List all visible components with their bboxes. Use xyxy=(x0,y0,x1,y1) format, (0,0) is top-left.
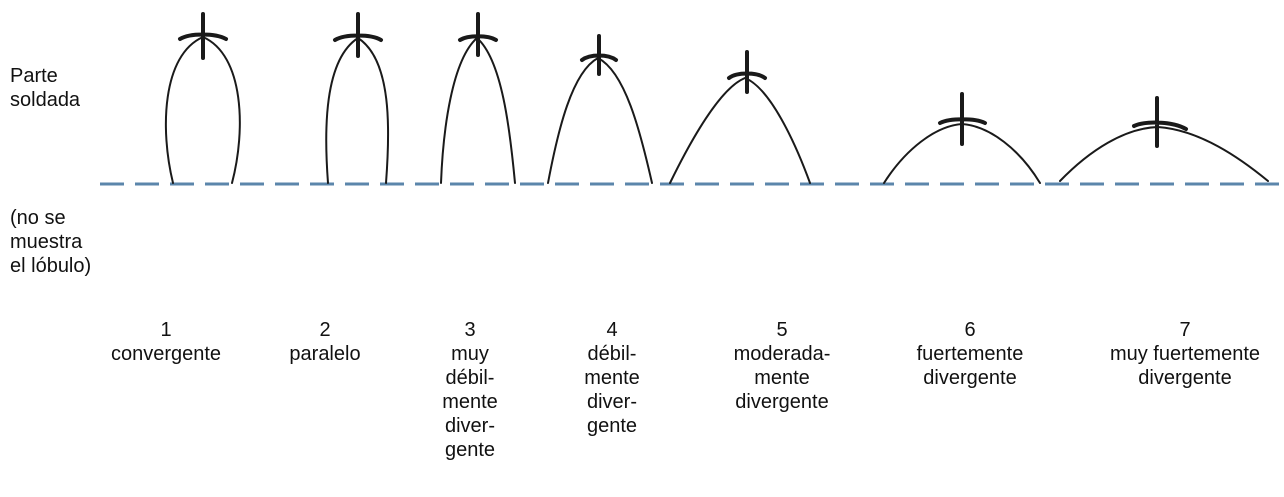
shape-1-convergente xyxy=(164,12,241,184)
shape-4-apex-mark xyxy=(580,34,618,76)
shape-description: muy débil- mente diver- gente xyxy=(442,343,498,461)
shape-2-apex-mark xyxy=(333,12,383,58)
shape-5-apex-mark xyxy=(727,50,767,94)
shape-4-debilmente-divergente xyxy=(547,34,653,184)
shape-caption-6: 6 fuertemente divergente xyxy=(885,318,1055,390)
shape-number: 2 xyxy=(319,319,331,341)
shape-caption-7: 7 muy fuertemente divergente xyxy=(1100,318,1270,390)
shape-number: 7 xyxy=(1179,319,1191,341)
shape-2-outline xyxy=(325,36,390,184)
shape-2-paralelo xyxy=(325,12,390,184)
shape-description: muy fuertemente divergente xyxy=(1109,343,1261,389)
shape-caption-5: 5 moderada- mente divergente xyxy=(697,318,867,414)
shape-3-outline xyxy=(440,36,516,184)
shape-description: moderada- mente divergente xyxy=(733,343,831,413)
shape-3-apex-mark xyxy=(458,12,498,57)
shape-7-muy-fuertemente-divergente xyxy=(1059,96,1269,182)
shape-number: 3 xyxy=(464,319,476,341)
shape-3-muy-debilmente-divergente xyxy=(440,12,516,184)
shape-number: 5 xyxy=(776,319,788,341)
shape-6-apex-mark xyxy=(938,92,987,146)
welded-part-label: Parte soldada xyxy=(10,65,81,111)
shape-description: paralelo xyxy=(289,343,361,365)
shape-5-moderadamente-divergente xyxy=(669,50,811,184)
shape-description: fuertemente divergente xyxy=(916,343,1024,389)
shape-description: débil- mente diver- gente xyxy=(584,343,640,437)
shape-caption-2: 2 paralelo xyxy=(240,318,410,366)
shape-caption-1: 1 convergente xyxy=(81,318,251,366)
shape-4-outline xyxy=(547,56,653,184)
shape-7-apex-mark xyxy=(1132,96,1188,148)
shape-number: 4 xyxy=(606,319,618,341)
shape-1-apex-mark xyxy=(178,12,228,60)
shape-caption-4: 4 débil- mente diver- gente xyxy=(527,318,697,438)
shape-6-fuertemente-divergente xyxy=(883,92,1041,184)
shape-number: 6 xyxy=(964,319,976,341)
shape-number: 1 xyxy=(160,319,172,341)
shape-7-outline xyxy=(1059,125,1269,182)
shape-caption-3: 3 muy débil- mente diver- gente xyxy=(385,318,555,462)
lobe-not-shown-label: (no se muestra el lóbulo) xyxy=(10,207,92,277)
shape-5-outline xyxy=(669,76,811,184)
shape-description: convergente xyxy=(110,343,222,365)
